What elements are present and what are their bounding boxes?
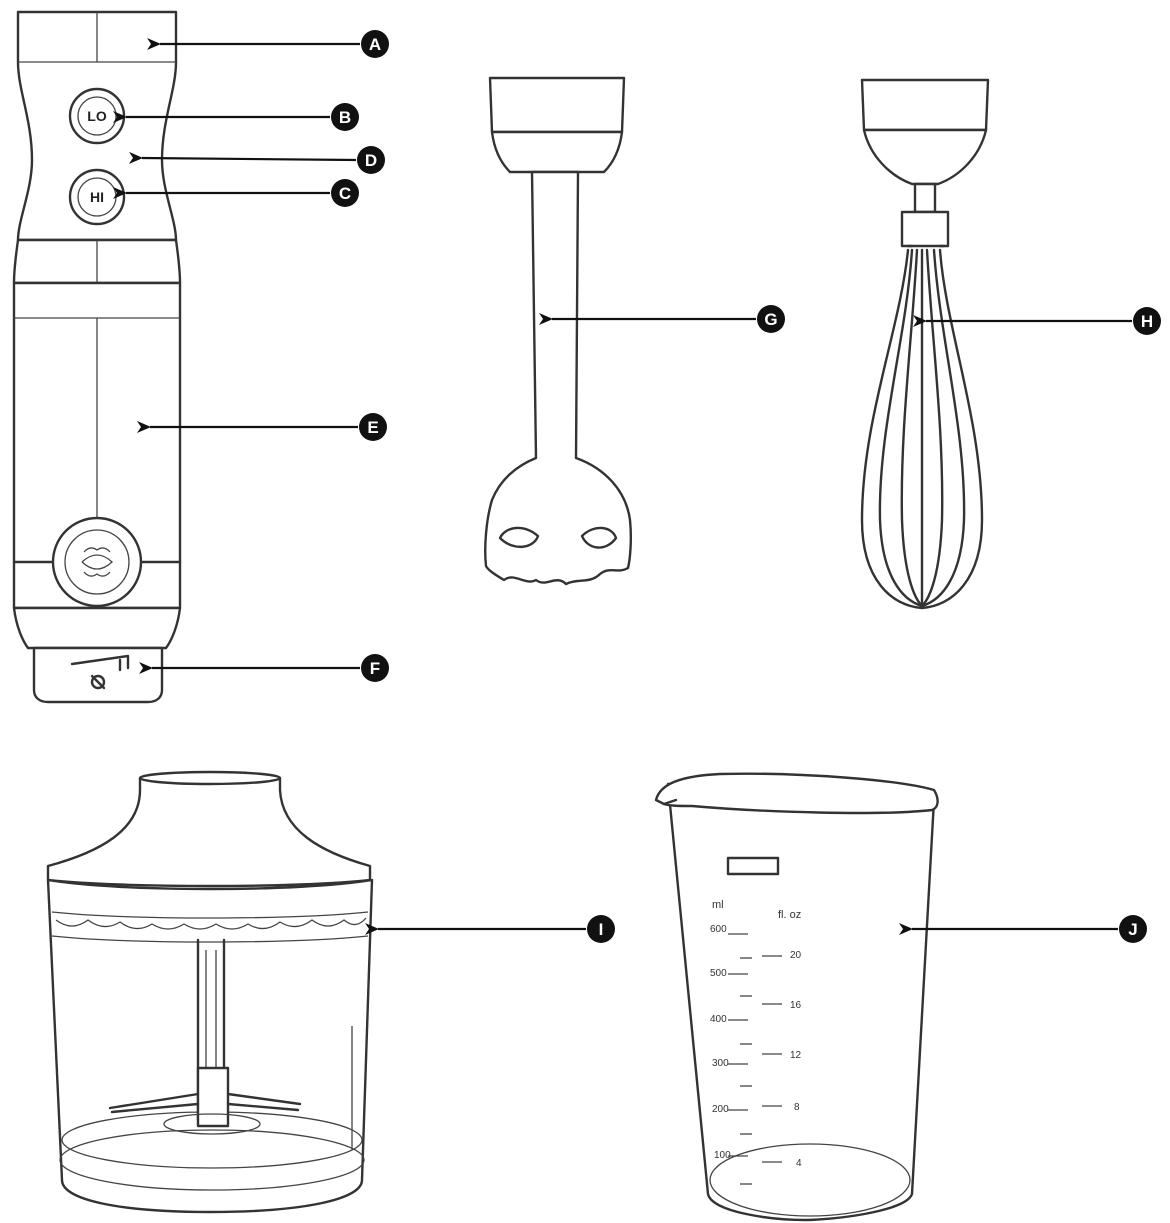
cup-ml-mark: 100 (714, 1150, 731, 1161)
cup-floz-mark: 20 (790, 950, 802, 961)
cup-floz-mark: 16 (790, 1000, 802, 1011)
motor-body: LO HI (12, 10, 182, 704)
callout-label: I (599, 920, 604, 939)
cup-ml-mark: 200 (712, 1104, 729, 1115)
low-speed-button-label: LO (87, 108, 107, 124)
chopper (46, 770, 374, 1214)
callout-i: I (365, 915, 615, 943)
callout-label: E (367, 418, 378, 437)
body-collar (12, 606, 182, 650)
callout-e: E (137, 413, 387, 441)
callout-label: B (339, 108, 351, 127)
whisk-wires (860, 248, 984, 610)
cup-rim (654, 772, 939, 815)
callout-label: H (1141, 312, 1153, 331)
cup-floz-mark: 8 (794, 1102, 800, 1113)
measuring-cup: ml fl. oz 600 500 400 300 200 100 20 16 … (654, 772, 939, 1222)
callout-g: G (539, 305, 785, 333)
callout-label: C (339, 184, 351, 203)
cup-ml-mark: 300 (712, 1058, 729, 1069)
cup-ml-mark: 500 (710, 968, 727, 979)
high-speed-button-label: HI (90, 189, 104, 205)
cup-scale-ticks (728, 933, 782, 1185)
callout-label: F (370, 659, 380, 678)
leader-line (128, 151, 357, 164)
high-speed-button[interactable]: HI (68, 168, 126, 226)
release-latch-icon (70, 654, 130, 672)
cup-body (666, 782, 936, 1222)
callout-d: D (128, 146, 385, 174)
callout-label: D (365, 151, 377, 170)
chopper-bowl (46, 878, 374, 1214)
logo-medallion (51, 516, 143, 608)
low-speed-button[interactable]: LO (68, 87, 126, 145)
callout-b: B (113, 103, 359, 131)
cup-brand-plate (726, 856, 780, 876)
cup-floz-mark: 12 (790, 1050, 802, 1061)
cup-unit-ml: ml (712, 899, 724, 911)
cup-unit-floz: fl. oz (778, 909, 801, 921)
callout-j: J (899, 915, 1147, 943)
cup-ml-mark: 600 (710, 924, 727, 935)
callout-f: F (139, 654, 389, 682)
callout-label: J (1128, 920, 1137, 939)
cup-floz-mark: 4 (796, 1158, 802, 1169)
callout-h: H (913, 307, 1161, 335)
cup-ml-mark: 400 (710, 1014, 727, 1025)
callout-label: A (369, 35, 381, 54)
chopper-lid (46, 776, 372, 888)
blending-shaft (484, 76, 633, 586)
callout-label: G (764, 310, 777, 329)
callout-a: A (147, 30, 389, 58)
callout-c: C (113, 179, 359, 207)
whisk (860, 78, 990, 610)
